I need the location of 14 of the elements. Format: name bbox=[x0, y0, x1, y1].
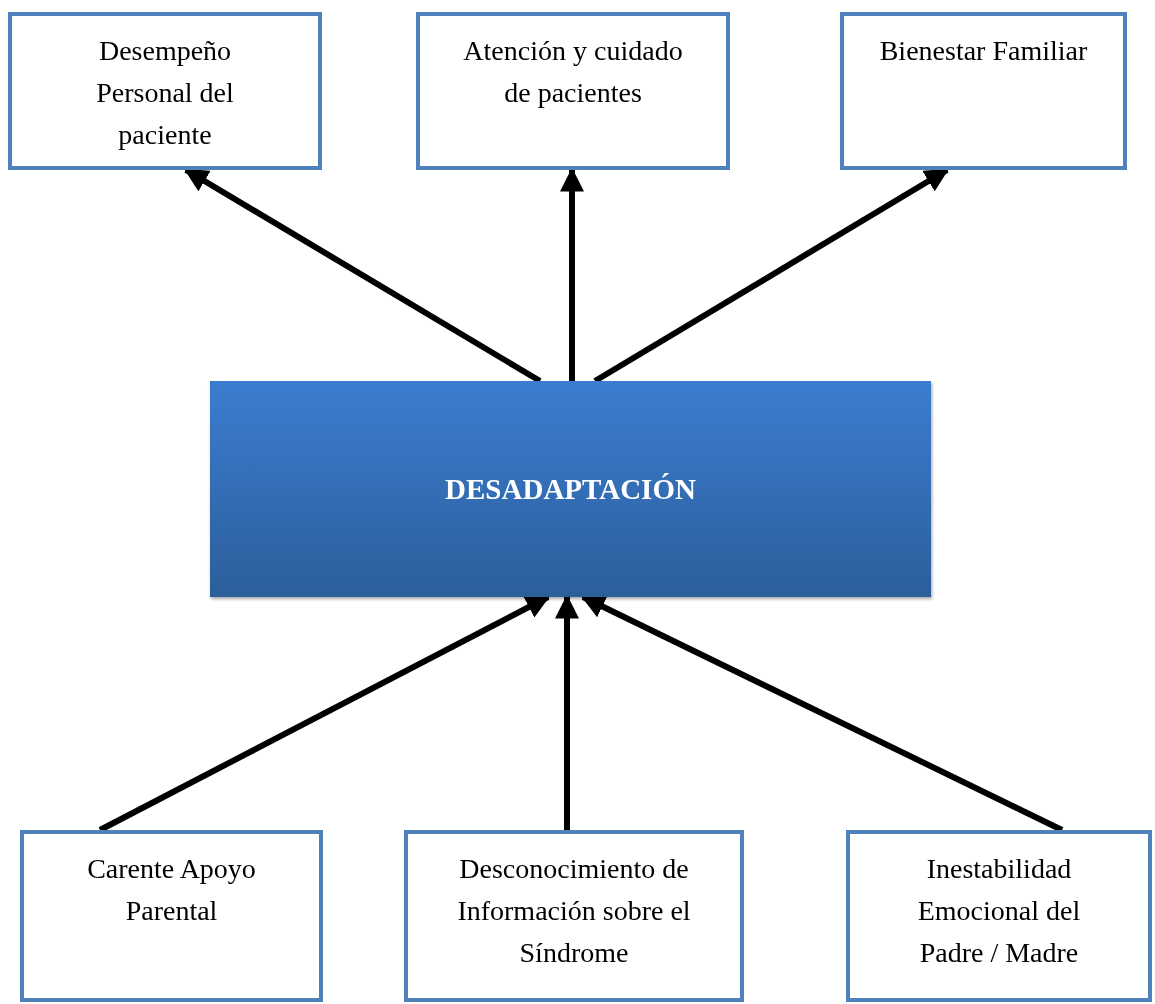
box-label: Atención y cuidado de pacientes bbox=[462, 34, 684, 110]
box-label: Inestabilidad Emocional del Padre / Madre bbox=[916, 852, 1082, 970]
effect-box bbox=[8, 12, 322, 170]
cause-box bbox=[20, 830, 323, 1002]
box-label: DESADAPTACIÓN bbox=[445, 472, 696, 506]
cause-box bbox=[404, 830, 744, 1002]
box-label: Carente Apoyo Parental bbox=[86, 852, 257, 928]
box-label: Desempeño Personal del paciente bbox=[95, 34, 235, 152]
effect-box bbox=[416, 12, 730, 170]
box-label: Desconocimiento de Información sobre el Síndrome bbox=[456, 852, 692, 970]
box-label: Bienestar Familiar bbox=[879, 34, 1088, 68]
cause-box bbox=[846, 830, 1152, 1002]
effect-box bbox=[840, 12, 1127, 170]
central-problem-box bbox=[210, 381, 931, 597]
